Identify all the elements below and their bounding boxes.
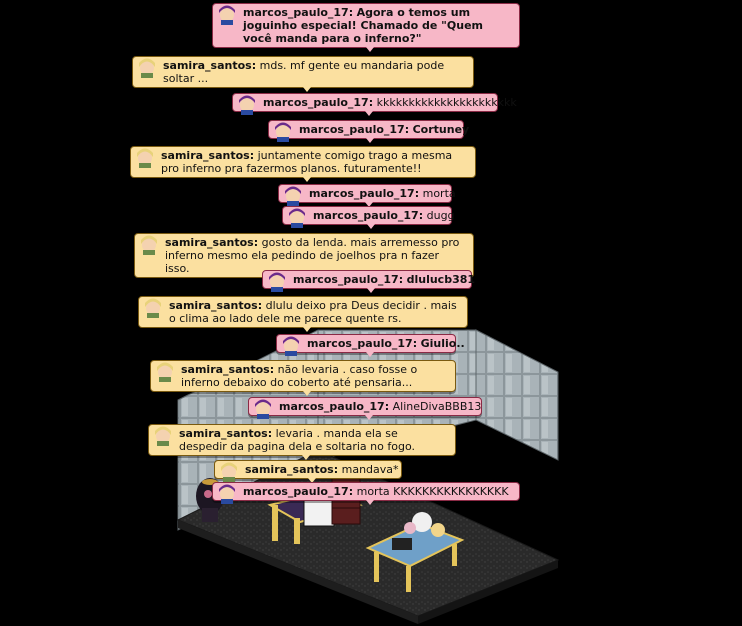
chat-username: marcos_paulo_17:	[293, 273, 404, 286]
chat-bubble[interactable]: samira_santos: mds. mf gente eu mandaria…	[132, 56, 474, 88]
chat-username: marcos_paulo_17:	[309, 187, 420, 200]
chat-bubble[interactable]: marcos_paulo_17: dlulucb381	[262, 270, 476, 292]
chat-username: marcos_paulo_17:	[279, 400, 390, 413]
chat-message: mandava*	[341, 463, 399, 476]
chat-message: Agora o temos um joguinho especial! Cham…	[243, 6, 483, 45]
right-side-wall	[475, 329, 559, 461]
chat-message: juntamente comigo trago a mesma pro infe…	[161, 149, 453, 175]
tea-table-furni	[365, 512, 465, 592]
blonde-avatar-head-icon	[135, 58, 159, 78]
blonde-avatar-head-icon	[151, 426, 175, 446]
chat-username: samira_santos:	[169, 299, 263, 312]
chat-message: não levaria . caso fosse o inferno debai…	[181, 363, 418, 389]
chat-bubble[interactable]: samira_santos: dlulu deixo pra Deus deci…	[138, 296, 468, 328]
chat-username: samira_santos:	[163, 59, 257, 72]
chat-bubble[interactable]: marcos_paulo_17: morta KKKKKKKKKKKKKKKK	[212, 482, 520, 504]
chat-username: marcos_paulo_17:	[243, 6, 354, 19]
chat-bubble[interactable]: marcos_paulo_17: morta	[278, 184, 456, 206]
chat-bubble[interactable]: marcos_paulo_17: dugg	[282, 206, 455, 228]
chat-message: kkkkkkkkkkkkkkkkkkkkkk	[376, 96, 517, 109]
chat-bubble[interactable]: marcos_paulo_17: AlineDivaBBB13	[248, 397, 482, 419]
chat-username: samira_santos:	[181, 363, 275, 376]
blonde-avatar-head-icon	[217, 462, 241, 482]
pink-haired-avatar-head-icon	[215, 484, 239, 504]
blonde-avatar-head-icon	[153, 362, 177, 382]
chat-username: marcos_paulo_17:	[299, 123, 410, 136]
chat-message: mds. mf gente eu mandaria pode soltar ..…	[163, 59, 445, 85]
chat-bubble[interactable]: samira_santos: juntamente comigo trago a…	[130, 146, 476, 178]
chat-bubble[interactable]: samira_santos: mandava*	[214, 460, 402, 482]
chat-bubble[interactable]: marcos_paulo_17: Giulio..	[276, 334, 465, 356]
chat-username: samira_santos:	[165, 236, 259, 249]
chat-message: gosto da lenda. mais arremesso pro infer…	[165, 236, 460, 275]
chat-username: samira_santos:	[179, 427, 273, 440]
chat-message: AlineDivaBBB13	[392, 400, 482, 413]
pink-haired-avatar-head-icon	[279, 336, 303, 356]
pink-haired-avatar-head-icon	[235, 95, 259, 115]
chat-message: dlulucb381	[406, 273, 476, 286]
chat-username: marcos_paulo_17:	[243, 485, 354, 498]
blonde-avatar-head-icon	[137, 235, 161, 255]
chat-bubble[interactable]: samira_santos: não levaria . caso fosse …	[150, 360, 456, 392]
chat-username: samira_santos:	[161, 149, 255, 162]
pink-haired-avatar-head-icon	[251, 399, 275, 419]
chat-message: morta KKKKKKKKKKKKKKKK	[356, 485, 509, 498]
chat-message: Giulio..	[420, 337, 465, 350]
chat-message: Cortuney	[412, 123, 470, 136]
pink-haired-avatar-head-icon	[285, 208, 309, 228]
chat-username: marcos_paulo_17:	[263, 96, 374, 109]
chat-bubble[interactable]: marcos_paulo_17: Cortuney	[268, 120, 469, 142]
chat-bubble[interactable]: marcos_paulo_17: Agora o temos um joguin…	[212, 3, 520, 48]
chat-message: morta	[422, 187, 456, 200]
blonde-avatar-head-icon	[141, 298, 165, 318]
chat-bubble[interactable]: samira_santos: levaria . manda ela se de…	[148, 424, 456, 456]
pink-haired-avatar-head-icon	[265, 272, 289, 292]
chat-username: samira_santos:	[245, 463, 339, 476]
chat-username: marcos_paulo_17:	[313, 209, 424, 222]
chat-message: dugg	[426, 209, 455, 222]
blonde-avatar-head-icon	[133, 148, 157, 168]
pink-haired-avatar-head-icon	[215, 5, 239, 25]
chat-bubble[interactable]: marcos_paulo_17: kkkkkkkkkkkkkkkkkkkkkk	[232, 93, 517, 115]
pink-haired-avatar-head-icon	[271, 122, 295, 142]
chat-message: dlulu deixo pra Deus decidir . mais o cl…	[169, 299, 457, 325]
pink-haired-avatar-head-icon	[281, 186, 305, 206]
chat-message: levaria . manda ela se despedir da pagin…	[179, 427, 415, 453]
chat-username: marcos_paulo_17:	[307, 337, 418, 350]
